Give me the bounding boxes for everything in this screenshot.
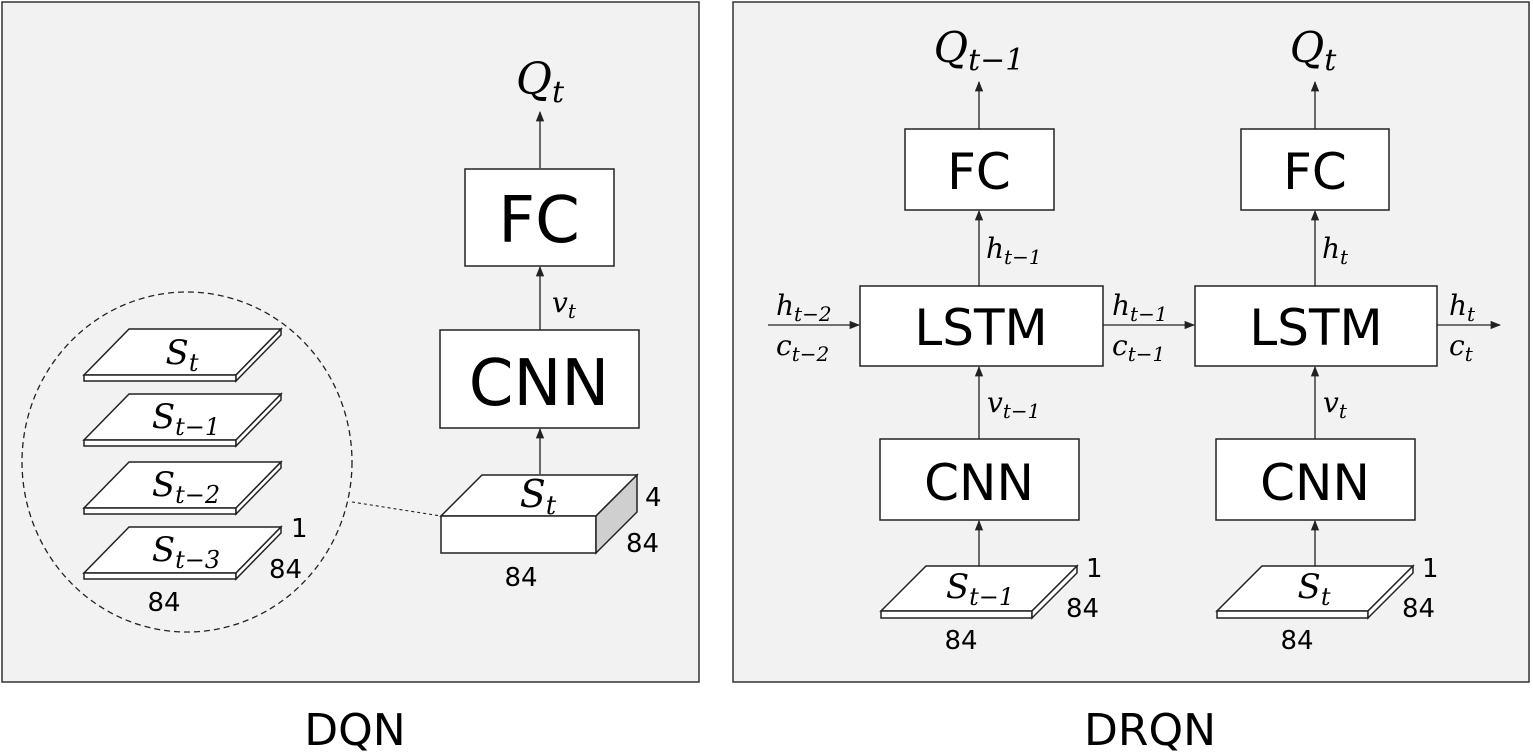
drqn-input-label: St−1: [946, 567, 1014, 611]
drqn-caption: DRQN: [1084, 705, 1216, 754]
drqn-hidden-label: ht−1: [986, 232, 1042, 269]
drqn-feature-label: vt: [1323, 386, 1348, 423]
dqn-panel: Qt FC vt CNN St 4 84 84 St: [1, 1, 700, 683]
dqn-stack-width: 84: [147, 588, 180, 618]
drqn-fc-label: FC: [947, 143, 1011, 201]
dqn-caption: DQN: [304, 705, 405, 754]
dqn-zoom-circle: [21, 291, 353, 633]
dqn-fc-label: FC: [498, 184, 580, 258]
drqn-input-depth: 1: [1086, 554, 1103, 584]
drqn-input-label: St: [1298, 567, 1331, 611]
drqn-state-in-c: ct−2: [776, 329, 829, 366]
drqn-cnn-label: CNN: [1260, 454, 1370, 512]
drqn-state-in-h: ht−2: [776, 289, 832, 326]
dqn-stack-height: 84: [269, 555, 302, 585]
drqn-state-in-c: ct−1: [1112, 329, 1165, 366]
dqn-fc-box: [464, 168, 615, 267]
drqn-lstm-label: LSTM: [914, 299, 1047, 357]
drqn-lstm-label: LSTM: [1249, 299, 1382, 357]
dqn-input-block: [439, 473, 639, 555]
dqn-stack-label: St−1: [152, 397, 220, 441]
dqn-cnn-label: CNN: [469, 347, 609, 421]
dqn-stack-frame: [82, 525, 283, 581]
drqn-panel: Qt−1 FC ht−1 LSTM ht−2 ct−2 vt−1 CNN St−…: [732, 1, 1530, 683]
dqn-input-height: 84: [626, 529, 659, 559]
drqn-input-height: 84: [1402, 594, 1435, 624]
drqn-state-in-h: ht−1: [1112, 289, 1168, 326]
drqn-lstm-box: [859, 285, 1104, 367]
drqn-input-width: 84: [1280, 626, 1313, 656]
dqn-stack-label: St: [166, 333, 199, 377]
drqn-fc-label: FC: [1283, 143, 1347, 201]
dqn-stack-label: St−2: [152, 465, 220, 509]
dqn-stack-depth: 1: [291, 514, 308, 544]
drqn-input-height: 84: [1066, 594, 1099, 624]
drqn-input-frame: [879, 564, 1079, 620]
dqn-input-depth: 4: [645, 483, 662, 513]
drqn-output-label: Qt: [1290, 23, 1337, 78]
drqn-input-width: 84: [944, 626, 977, 656]
dqn-stack-frame: [82, 327, 283, 383]
dqn-input-label: St: [520, 472, 557, 521]
drqn-input-depth: 1: [1422, 554, 1439, 584]
drqn-input-frame: [1215, 564, 1415, 620]
dqn-input-width: 84: [504, 563, 537, 593]
drqn-fc-box: [1240, 128, 1390, 211]
dqn-feature-label: vt: [552, 286, 577, 323]
drqn-state-out-c: ct: [1449, 329, 1474, 366]
drqn-cnn-box: [879, 438, 1080, 521]
drqn-state-out-h: ht: [1449, 289, 1476, 326]
dqn-cnn-box: [439, 329, 640, 429]
dqn-stack-label: St−3: [152, 530, 220, 574]
drqn-feature-label: vt−1: [987, 386, 1040, 423]
drqn-cnn-label: CNN: [924, 454, 1034, 512]
dqn-output-label: Qt: [516, 54, 565, 110]
drqn-output-label: Qt−1: [934, 23, 1025, 78]
dqn-stack-frame: [82, 460, 283, 516]
drqn-step: Qt FC ht LSTM vt CNN St 1 84 84: [1194, 23, 1439, 656]
drqn-hidden-label: ht: [1322, 232, 1349, 269]
drqn-step: Qt−1 FC ht−1 LSTM ht−2 ct−2 vt−1 CNN St−…: [768, 23, 1104, 656]
dqn-stack-frame: [82, 392, 283, 448]
